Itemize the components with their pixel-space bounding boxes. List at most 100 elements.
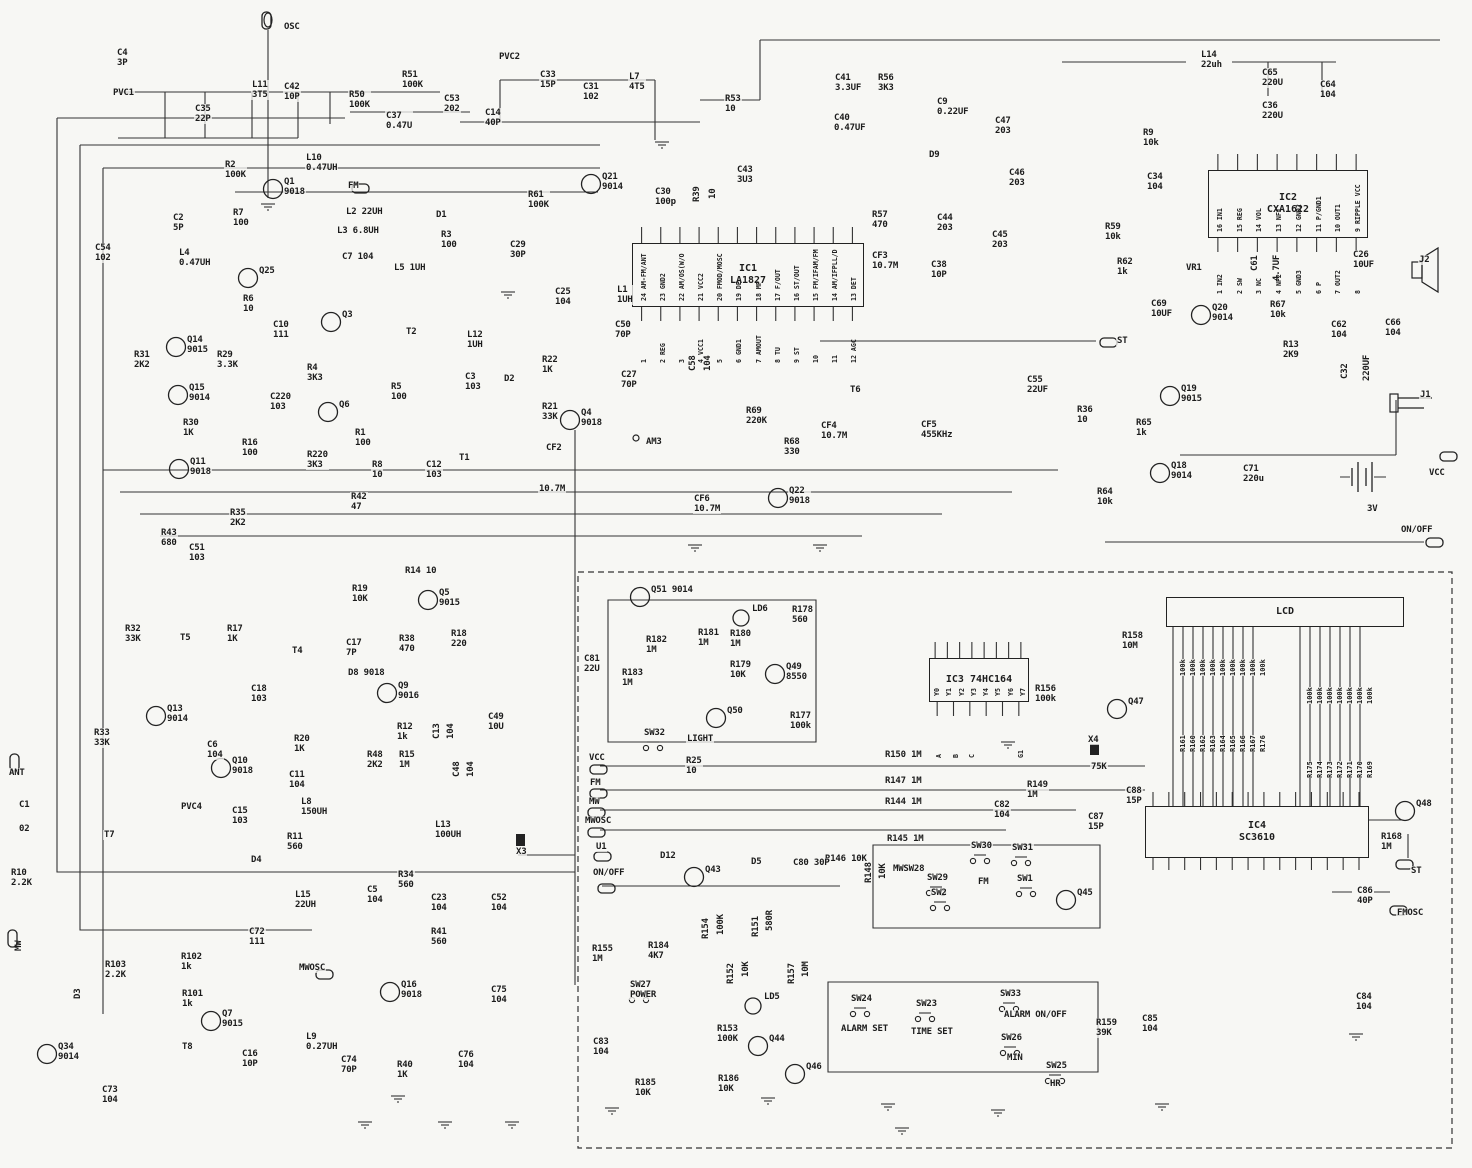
ic-pin-label: 16 ST/OUT [792,265,801,301]
mwosc-terminal-digital-icon [587,827,606,838]
mw-terminal-left-icon [7,929,18,948]
component-label: Q49 8550 [785,662,808,683]
component-label: R9 10k [1142,128,1160,149]
ic-pin-label: 17 F/OUT [773,269,782,301]
ladder-resistor-value: 100k [1249,659,1257,676]
component-label: C62 104 [1330,320,1348,341]
ladder-resistor-name: R176 [1259,735,1267,752]
component-label: R41 560 [430,927,448,948]
component-label: D12 [659,851,677,862]
component-label: C25 104 [554,287,572,308]
component-label: D3 [73,988,83,999]
ic-pin-label: 6 GND1 [735,339,744,363]
component-label: R153 100K [716,1024,739,1045]
component-label: R158 10M [1121,631,1144,652]
component-label: R19 10K [351,584,369,605]
component-label: 10M [801,961,811,977]
component-label: ANT [8,768,26,779]
component-label: R168 1M [1380,832,1403,853]
ic-pin-label: 12 AGC [850,339,859,363]
component-label: SW33 [999,989,1022,1000]
transistor-symbol [379,981,401,1003]
ic-block-ic2: IC2 CXA1622 [1208,170,1368,238]
ic-pin-label: 7 AMOUT [754,335,763,363]
component-label: R61 100K [527,190,550,211]
ladder-resistor-name: R164 [1219,735,1227,752]
component-label: C50 70P [614,320,632,341]
ladder-resistor-value: 100k [1306,687,1314,704]
ic-pin-label: 10 [812,355,821,363]
component-label: SW25 [1045,1061,1068,1072]
component-label: R185 10K [634,1078,657,1099]
transistor-symbol [317,401,339,423]
component-label: C71 220u [1242,464,1265,485]
component-label: CF3 10.7M [871,251,900,272]
ladder-resistor-value: 100k [1229,659,1237,676]
component-label: R1 100 [354,428,372,449]
ic-block-ic1: IC1 LA1827 [632,243,864,307]
component-label: 10.7M [538,484,567,495]
component-label: 02 [18,824,31,835]
component-label: D5 [750,857,763,868]
component-label: R68 330 [783,437,801,458]
component-label: C45 203 [991,230,1009,251]
component-label: R34 560 [397,870,415,891]
st-terminal-mid-icon [1099,337,1118,348]
ladder-resistor-name: R173 [1326,761,1334,778]
component-label: FM [589,778,602,789]
ladder-resistor-value: 100k [1346,687,1354,704]
component-label: R183 1M [621,668,644,689]
component-label: C72 111 [248,927,266,948]
component-label: ON/OFF [592,868,626,879]
osc-terminal-icon [261,11,272,30]
component-label: C2 5P [172,213,185,234]
switch-symbol [1024,859,1032,867]
component-label: 10K [878,863,888,879]
component-label: Q18 9014 [1170,461,1193,482]
component-label: D4 [250,855,263,866]
component-label: L1 1UH [616,285,634,306]
transistor-symbol [1190,304,1212,326]
component-label: Q6 [338,400,351,411]
battery-icon [1351,462,1373,492]
component-label: C53 202 [443,94,461,115]
component-label: R12 1k [396,722,414,743]
component-label: FM [347,181,360,192]
component-label: C6 104 [206,740,224,761]
ladder-resistor-value: 100k [1336,687,1344,704]
ladder-resistor-value: 100k [1259,659,1267,676]
component-label: R21 33K [541,402,559,423]
component-label: R11 560 [286,832,304,853]
component-label: R31 2K2 [133,350,151,371]
component-label: R147 1M [884,776,923,787]
component-label: L12 1UH [466,330,484,351]
component-label: R57 470 [871,210,889,231]
component-label: C88 15P [1125,786,1143,807]
component-label: Q48 [1415,799,1433,810]
component-label: CF5 455KHz [920,420,954,441]
ladder-resistor-value: 100k [1199,659,1207,676]
component-label: C75 104 [490,985,508,1006]
component-label: R56 3K3 [877,73,895,94]
component-label: C26 10UF [1352,250,1375,271]
transistor-symbol [145,705,167,727]
switch-symbol [914,1015,922,1023]
component-label: C41 3.3UF [834,73,863,94]
component-label: C3 103 [464,372,482,393]
component-label: R10 2.2K [10,868,33,889]
component-label: C42 10P [283,82,301,103]
ic-pin-label: 12 GND2 [1294,204,1303,232]
ic-pin-label: 14 VOL [1255,208,1264,232]
transistor-symbol [1159,385,1181,407]
component-label: R177 100k [789,711,812,732]
transistor-symbol [165,336,187,358]
component-label: Q22 9018 [788,486,811,507]
ic-pin-label: Y0 [933,688,942,696]
component-label: C61 [1250,255,1260,271]
component-label: Q9 9016 [397,681,420,702]
component-label: R180 1M [729,629,752,650]
component-label: 75K [1090,762,1108,773]
ic-label: IC3 74HC164 [945,674,1013,685]
switch-symbol [1010,859,1018,867]
